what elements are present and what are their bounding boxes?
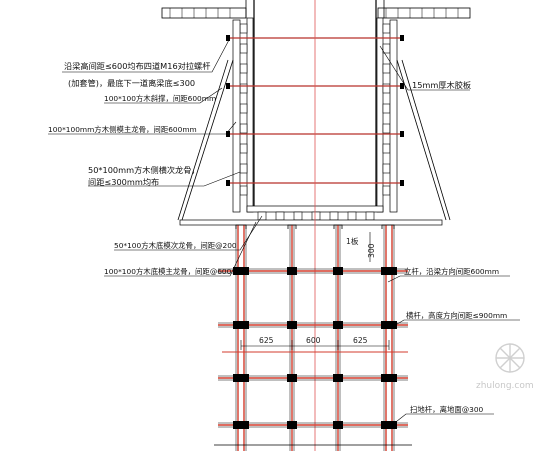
dimension-3: 625 bbox=[353, 336, 368, 345]
label-ledger: 横杆，高度方向间距≤900mm bbox=[406, 311, 507, 320]
label-side-secondary-1: 50*100mm方木侧横次龙骨， bbox=[88, 165, 200, 175]
dimension-1: 625 bbox=[259, 336, 274, 345]
label-tie-bolt-1: 沿梁高间距≤600均布四道M16对拉螺杆 bbox=[64, 61, 210, 71]
dimension-line bbox=[240, 340, 390, 350]
scaffold-u-heads bbox=[235, 224, 395, 229]
slab-plywood bbox=[161, 7, 471, 19]
label-tie-bolt-2: (加套管)，最底下一道离梁底≤300 bbox=[68, 78, 195, 88]
leader-lines bbox=[48, 37, 520, 426]
label-sweep: 扫地杆，离地面@300 bbox=[410, 405, 484, 414]
label-upright: 立杆，沿梁方向间距600mm bbox=[404, 267, 499, 276]
diagonal-braces bbox=[177, 59, 451, 221]
bottom-plywood bbox=[179, 205, 443, 226]
side-main-joists bbox=[232, 19, 398, 213]
scaffold-upright-outlines bbox=[235, 225, 395, 451]
scaffold-couplers bbox=[233, 267, 397, 429]
label-bottom-main: 100*100方木底模主龙骨，间距@600 bbox=[104, 267, 232, 276]
scaffold-ledgers bbox=[218, 270, 408, 426]
gap-dimension: 300 bbox=[367, 243, 376, 258]
label-bottom-secondary: 50*100方木底模次龙骨，间距@200 bbox=[114, 241, 237, 250]
label-side-secondary-2: 间距≤300mm均布 bbox=[88, 177, 159, 187]
beam-section bbox=[245, 0, 385, 212]
gap-note: 1板 bbox=[346, 236, 359, 246]
label-plywood: 15mm厚木胶板 bbox=[412, 80, 471, 90]
scaffold-uprights bbox=[237, 225, 393, 451]
label-diag-brace: 100*100方木斜撑，间距600mm bbox=[104, 94, 216, 103]
watermark-text: zhulong.com bbox=[476, 381, 534, 391]
scaffold-ledger-outlines bbox=[218, 268, 408, 428]
label-side-main: 100*100mm方木侧模主龙骨，间距600mm bbox=[48, 125, 197, 134]
watermark-logo bbox=[495, 343, 525, 373]
dimension-2: 600 bbox=[306, 336, 321, 345]
